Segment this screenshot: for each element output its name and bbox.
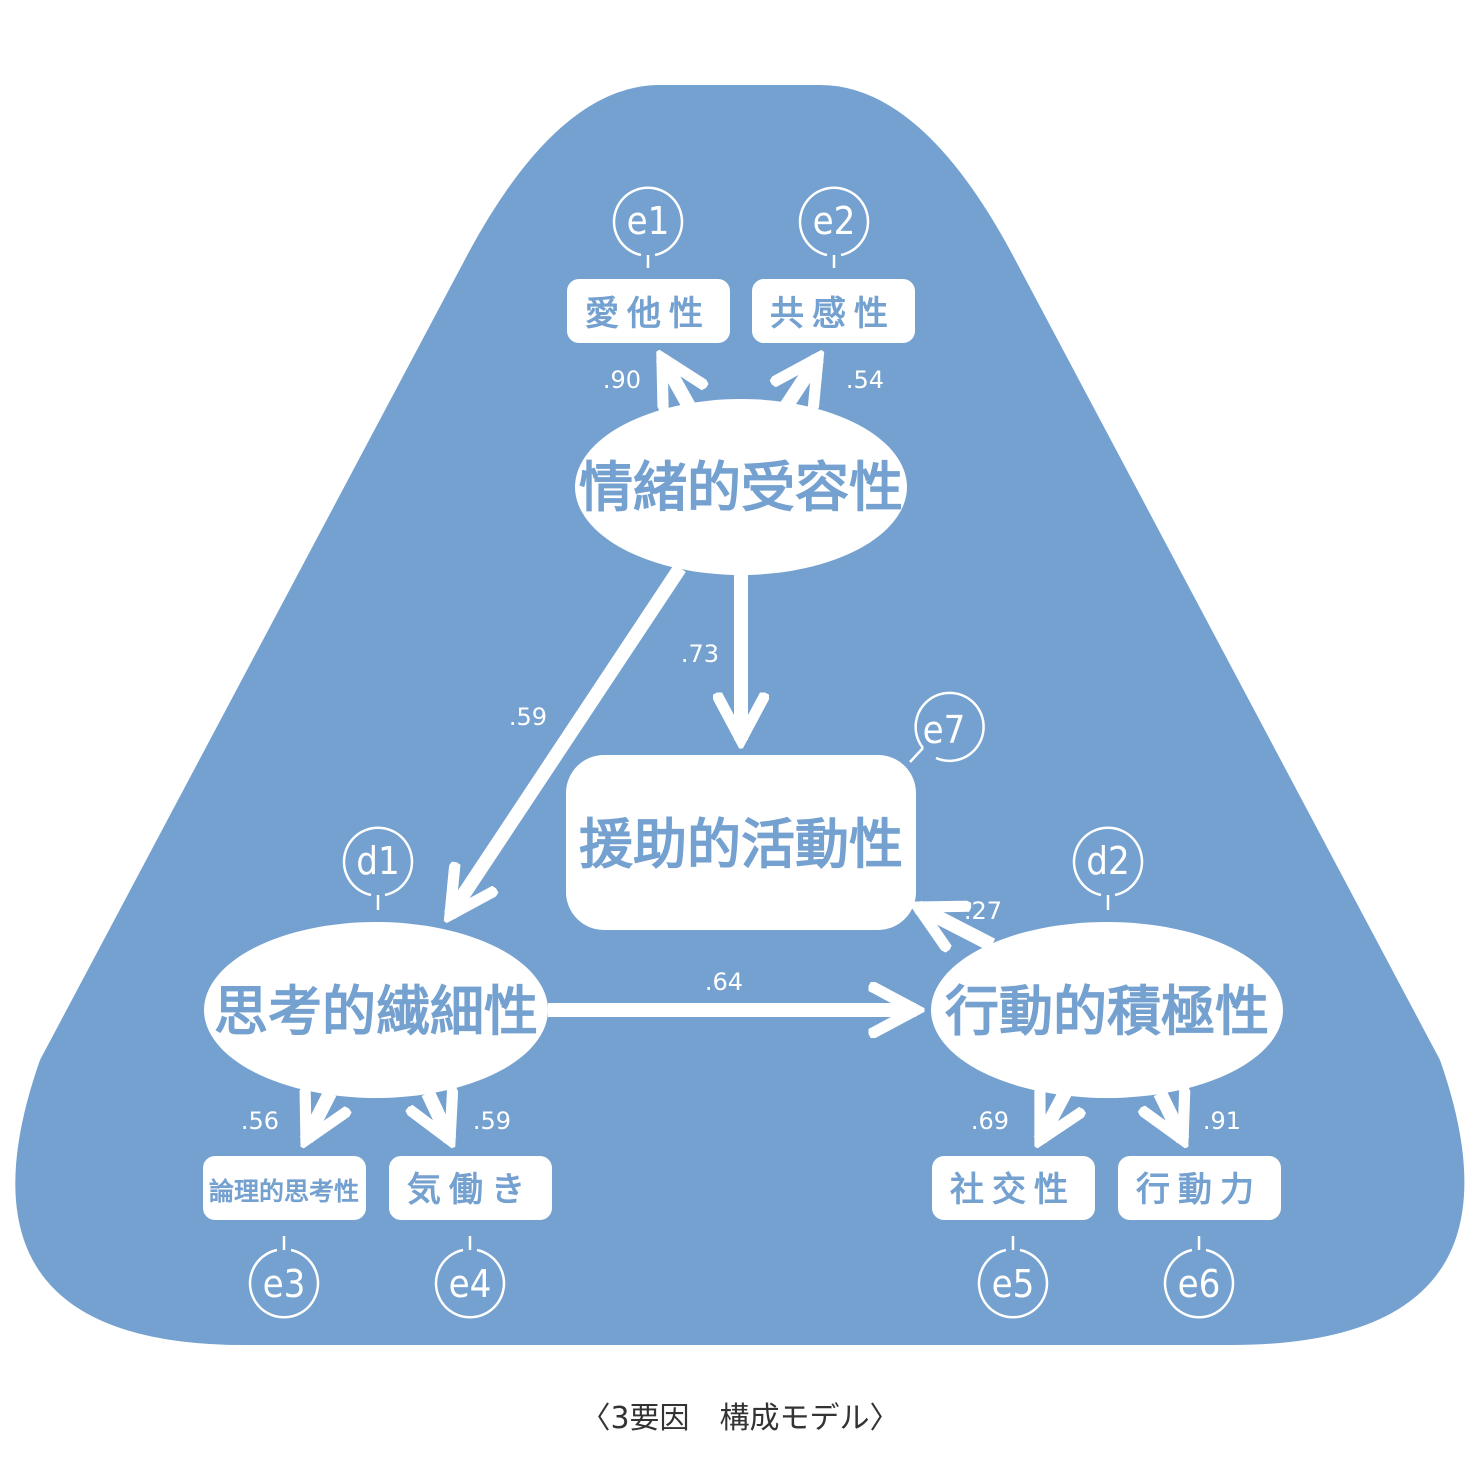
- indicator-logical-thinking: 論理的思考性: [203, 1156, 366, 1220]
- error-terms: e1 e2 e7 d1 d2 e3 e4: [248, 186, 1235, 1319]
- indicator-altruism-label: 愛他性: [585, 294, 711, 334]
- coef-empathy: .54: [846, 366, 884, 394]
- indicator-sociability: 社交性: [932, 1156, 1095, 1220]
- error-e2: e2: [798, 186, 870, 268]
- arrow-to-empathy: [785, 358, 818, 412]
- indicator-action-label: 行動力: [1136, 1170, 1262, 1210]
- factor-outcome-label: 援助的活動性: [579, 813, 903, 876]
- error-e3: e3: [248, 1236, 320, 1319]
- arrow-to-logical: [306, 1093, 330, 1140]
- error-e3-label: e3: [263, 1262, 306, 1306]
- factor-behavioral-activeness: 行動的積極性: [931, 922, 1283, 1098]
- error-e7: e7: [909, 691, 985, 763]
- error-e6-label: e6: [1178, 1262, 1221, 1306]
- arrow-to-sociability: [1033, 1093, 1065, 1140]
- coef-behavioral-to-outcome: .27: [964, 897, 1002, 925]
- factor-emotional-acceptance: 情緒的受容性: [575, 399, 907, 575]
- indicator-empathy-label: 共感性: [770, 294, 896, 334]
- error-e7-label: e7: [923, 708, 966, 752]
- latent-factors: 情緒的受容性 思考的繊細性 行動的積極性 援助的活動性: [204, 399, 1283, 1098]
- arrow-to-action: [1160, 1093, 1183, 1140]
- arrow-behavioral-to-outcome: [918, 907, 996, 945]
- indicator-attentiveness: 気働き: [389, 1156, 552, 1220]
- error-e1: e1: [612, 186, 684, 268]
- path-coefficients: .90 .54 .73 .59 .64 .27 .56 .59 .69 .91: [241, 366, 1241, 1135]
- coef-logical: .56: [241, 1107, 279, 1135]
- error-e1-label: e1: [627, 199, 670, 243]
- coef-attentive: .59: [473, 1107, 511, 1135]
- disturbance-d1-label: d1: [356, 839, 399, 883]
- coef-altruism: .90: [603, 366, 641, 394]
- coef-cognitive-to-behavioral: .64: [705, 968, 743, 996]
- indicator-sociability-label: 社交性: [950, 1170, 1076, 1210]
- figure-caption: 〈3要因 構成モデル〉: [580, 1401, 900, 1436]
- observed-indicators: 愛他性 共感性 論理的思考性 気働き 社交性 行動力: [203, 279, 1281, 1220]
- error-e2-label: e2: [813, 199, 856, 243]
- coef-action: .91: [1203, 1107, 1241, 1135]
- arrow-to-altruism: [655, 358, 690, 412]
- indicator-logical-label: 論理的思考性: [209, 1177, 359, 1206]
- error-e6: e6: [1163, 1236, 1235, 1319]
- arrow-emotional-to-cognitive: [450, 564, 686, 915]
- indicator-empathy: 共感性: [752, 279, 915, 343]
- factor-emotional-label: 情緒的受容性: [579, 456, 903, 519]
- paths: [306, 358, 1183, 1140]
- coef-emotional-to-cognitive: .59: [509, 703, 547, 731]
- arrow-to-attentive: [428, 1093, 450, 1140]
- indicator-attentive-label: 気働き: [407, 1170, 533, 1210]
- error-e4: e4: [434, 1236, 506, 1319]
- error-e4-label: e4: [449, 1262, 492, 1306]
- factor-cognitive-sensitivity: 思考的繊細性: [204, 922, 548, 1098]
- factor-helping-activity: 援助的活動性: [566, 755, 916, 930]
- error-e5: e5: [977, 1236, 1049, 1319]
- disturbance-d2: d2: [1072, 826, 1144, 910]
- indicator-altruism: 愛他性: [567, 279, 730, 343]
- indicator-action-power: 行動力: [1118, 1156, 1281, 1220]
- factor-cognitive-label: 思考的繊細性: [214, 980, 538, 1043]
- disturbance-d2-label: d2: [1086, 839, 1129, 883]
- error-e5-label: e5: [992, 1262, 1035, 1306]
- coef-emotional-to-outcome: .73: [681, 640, 719, 668]
- disturbance-d1: d1: [342, 826, 414, 910]
- factor-behavioral-label: 行動的積極性: [945, 980, 1269, 1043]
- coef-sociability: .69: [971, 1107, 1009, 1135]
